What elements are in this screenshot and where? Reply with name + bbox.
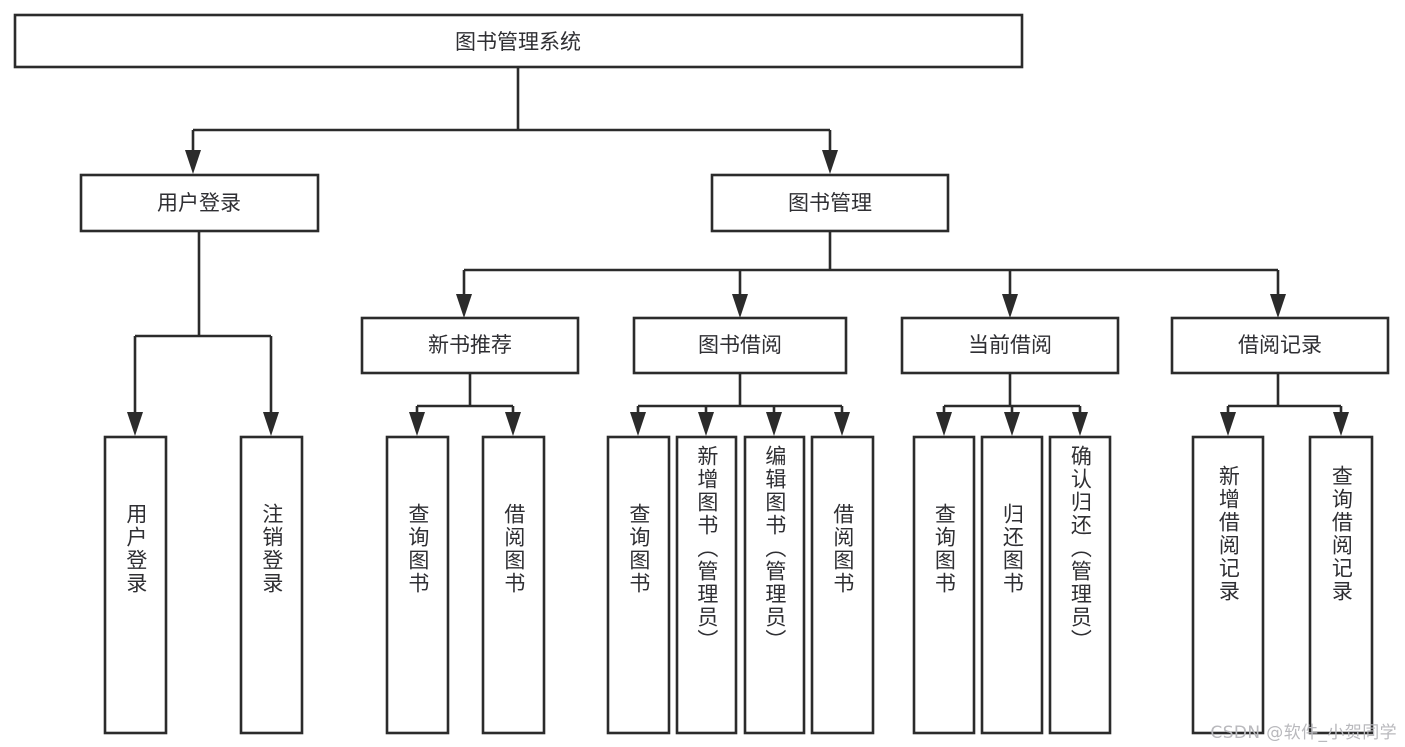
node-new-book-recommend-box[interactable] <box>360 316 580 375</box>
leaf-box-current-borrow-0[interactable] <box>912 435 976 735</box>
node-new-book-recommend-label: 新书推荐 <box>428 333 512 357</box>
arrow-head-icon <box>1072 412 1088 436</box>
node-user-login[interactable]: 用户登录 <box>79 173 320 233</box>
leaf-box-book-borrow-0[interactable] <box>606 435 671 735</box>
arrow-head-icon <box>185 150 201 174</box>
connector-userlogin-to-leaves <box>127 232 279 436</box>
arrow-head-icon <box>698 412 714 436</box>
arrow-head-icon <box>263 412 279 436</box>
arrow-head-icon <box>822 150 838 174</box>
arrow-head-icon <box>834 412 850 436</box>
leaf-box-borrow-record-0[interactable] <box>1191 435 1265 735</box>
node-current-borrow[interactable]: 当前借阅 <box>900 316 1120 375</box>
connector-borrowrecord-to-leaves <box>1220 373 1349 436</box>
arrow-head-icon <box>766 412 782 436</box>
node-root-label: 图书管理系统 <box>455 30 581 54</box>
node-borrow-record[interactable]: 借阅记录 <box>1170 316 1390 375</box>
leaf-box-user-login-0[interactable] <box>103 435 168 735</box>
arrow-head-icon <box>630 412 646 436</box>
node-borrow-record-label: 借阅记录 <box>1238 333 1322 357</box>
node-book-borrow[interactable]: 图书借阅 <box>632 316 848 375</box>
leaf-box-new-book-0[interactable] <box>385 435 450 735</box>
leaf-box-book-borrow-2[interactable] <box>743 435 806 735</box>
arrow-head-icon <box>936 412 952 436</box>
node-current-borrow-label: 当前借阅 <box>968 333 1052 357</box>
leaf-box-new-book-1[interactable] <box>481 435 546 735</box>
leaf-box-user-login-1[interactable] <box>239 435 304 735</box>
leaf-box-current-borrow-1[interactable] <box>980 435 1044 735</box>
arrow-head-icon <box>1333 412 1349 436</box>
node-user-login-label: 用户登录 <box>157 191 241 215</box>
leaf-box-book-borrow-3[interactable] <box>810 435 875 735</box>
node-current-borrow-box[interactable] <box>900 316 1120 375</box>
node-user-login-box[interactable] <box>79 173 320 233</box>
arrow-head-icon <box>1004 412 1020 436</box>
node-book-management[interactable]: 图书管理 <box>710 173 950 233</box>
node-root[interactable]: 图书管理系统 <box>13 13 1024 69</box>
node-borrow-record-box[interactable] <box>1170 316 1390 375</box>
arrow-head-icon <box>409 412 425 436</box>
leaf-box-borrow-record-1[interactable] <box>1308 435 1374 735</box>
node-book-borrow-box[interactable] <box>632 316 848 375</box>
leaf-box-book-borrow-1[interactable] <box>675 435 738 735</box>
connector-bookborrow-to-leaves <box>630 373 850 436</box>
node-new-book-recommend[interactable]: 新书推荐 <box>360 316 580 375</box>
arrow-head-icon <box>732 294 748 318</box>
node-book-management-label: 图书管理 <box>788 191 872 215</box>
node-root-box[interactable] <box>13 13 1024 69</box>
node-book-borrow-label: 图书借阅 <box>698 333 782 357</box>
node-book-management-box[interactable] <box>710 173 950 233</box>
csdn-watermark: CSDN @软件_小贺同学 <box>1210 723 1397 743</box>
arrow-head-icon <box>505 412 521 436</box>
connector-currentborrow-to-leaves <box>936 373 1088 436</box>
arrow-head-icon <box>1270 294 1286 318</box>
connector-newbook-to-leaves <box>409 373 521 436</box>
leaf-box-current-borrow-2[interactable] <box>1048 435 1112 735</box>
arrow-head-icon <box>127 412 143 436</box>
arrow-head-icon <box>1220 412 1236 436</box>
arrow-head-icon <box>456 294 472 318</box>
arrow-head-icon <box>1002 294 1018 318</box>
connector-root-to-level2 <box>185 68 838 174</box>
connector-bookmgmt-to-level3 <box>456 232 1286 318</box>
